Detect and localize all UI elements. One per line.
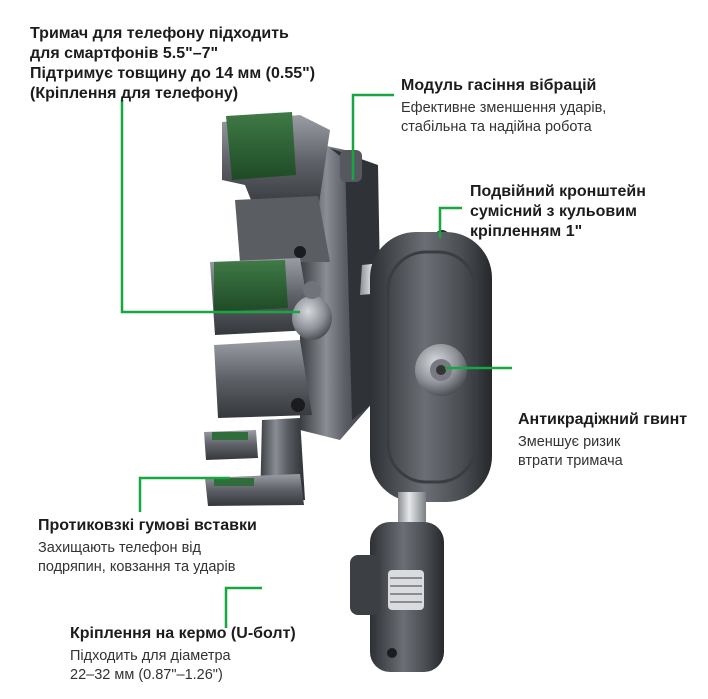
anti-theft-desc1: Зменшує ризик [518, 434, 621, 450]
double-bracket-line2: сумісний з кульовим [470, 203, 637, 220]
vibration-desc2: стабільна та надійна робота [401, 119, 592, 135]
callout-phone-holder: Тримач для телефону підходить для смартф… [30, 24, 315, 104]
phone-holder-line2: для смартфонів 5.5"–7" [30, 45, 219, 62]
callout-double-bracket: Подвійний кронштейн сумісний з кульовим … [470, 182, 646, 242]
top-arm [222, 112, 330, 262]
rubber-pads-desc1: Захищають телефон від [38, 540, 201, 556]
phone-holder-line4: (Кріплення для телефону) [30, 85, 239, 102]
handlebar-clamp [350, 522, 444, 672]
double-bracket-line3: кріпленням 1" [470, 223, 583, 240]
bottom-arm [204, 418, 305, 506]
middle-arm [210, 246, 312, 418]
phone-holder-line3: Підтримує товщину до 14 мм (0.55") [30, 65, 316, 82]
handlebar-desc2: 22–32 мм (0.87"–1.26") [70, 667, 223, 683]
double-bracket-line1: Подвійний кронштейн [470, 183, 646, 200]
adjust-knob [292, 281, 332, 340]
handlebar-desc1: Підходить для діаметра [70, 648, 231, 664]
callout-vibration: Модуль гасіння вібрацій Ефективне зменше… [401, 76, 606, 137]
handlebar-title: Кріплення на кермо (U-болт) [70, 625, 296, 642]
vibration-desc1: Ефективне зменшення ударів, [401, 100, 607, 116]
vibration-title: Модуль гасіння вібрацій [401, 77, 597, 94]
rubber-pads-title: Протиковзкі гумові вставки [38, 517, 257, 534]
socket-arm [370, 232, 492, 502]
anti-theft-title: Антикрадіжний гвинт [518, 411, 688, 428]
callout-handlebar: Кріплення на кермо (U-болт) Підходить дл… [70, 624, 296, 685]
callout-anti-theft: Антикрадіжний гвинт Зменшує ризик втрати… [518, 410, 687, 471]
anti-theft-desc2: втрати тримача [518, 453, 623, 469]
callout-rubber-pads: Протиковзкі гумові вставки Захищають тел… [38, 516, 257, 577]
phone-holder-line1: Тримач для телефону підходить [30, 25, 289, 42]
rubber-pads-desc2: подряпин, ковзання та ударів [38, 559, 236, 575]
